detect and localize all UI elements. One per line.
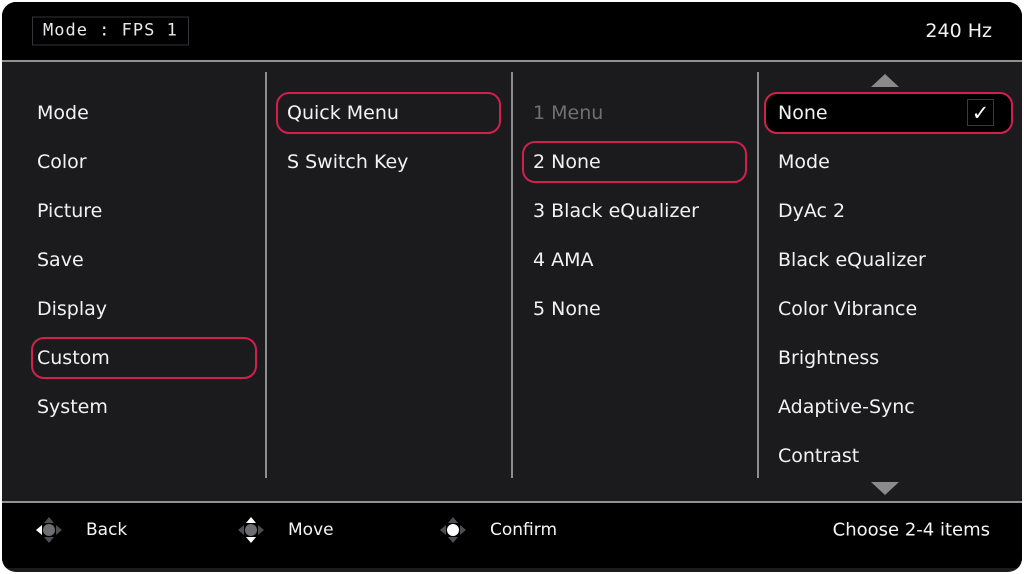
joystick-confirm-icon bbox=[440, 517, 466, 543]
up-arrow bbox=[246, 517, 256, 523]
up-arrow bbox=[44, 517, 54, 523]
osd-footer: Back Move Confirm Choose 2-4 items bbox=[2, 503, 1022, 568]
option-label: None bbox=[778, 101, 828, 124]
osd-header: Mode : FPS 1 240 Hz bbox=[2, 2, 1022, 62]
column-divider bbox=[265, 72, 267, 478]
check-icon: ✓ bbox=[967, 99, 994, 126]
choose-items-hint: Choose 2-4 items bbox=[832, 519, 990, 541]
joystick-nub bbox=[447, 524, 459, 536]
joystick-nub bbox=[245, 524, 257, 536]
move-hint-label: Move bbox=[288, 520, 334, 540]
scroll-down-icon[interactable] bbox=[871, 482, 899, 495]
slot-item-2[interactable]: 2 None bbox=[514, 137, 757, 186]
joystick-nub bbox=[43, 524, 55, 536]
menu-item-color[interactable]: Color bbox=[37, 150, 87, 173]
left-arrow bbox=[36, 525, 42, 535]
custom-submenu-column: Quick Menu S Switch Key bbox=[268, 88, 511, 186]
option-item-color-vibrance[interactable]: Color Vibrance bbox=[778, 297, 918, 320]
down-arrow bbox=[246, 537, 256, 543]
menu-item-display[interactable]: Display bbox=[37, 297, 108, 320]
menu-item-system[interactable]: System bbox=[37, 395, 108, 418]
menu-item-save[interactable]: Save bbox=[37, 248, 84, 271]
joystick-back-icon bbox=[36, 517, 62, 543]
confirm-hint-label: Confirm bbox=[490, 520, 558, 540]
option-item-brightness[interactable]: Brightness bbox=[778, 346, 880, 369]
menu-item-picture[interactable]: Picture bbox=[37, 199, 103, 222]
right-arrow bbox=[258, 525, 264, 535]
option-item-mode[interactable]: Mode bbox=[778, 150, 830, 173]
down-arrow bbox=[44, 537, 54, 543]
left-arrow bbox=[440, 525, 446, 535]
column-divider bbox=[511, 72, 513, 478]
option-item-black-equalizer[interactable]: Black eQualizer bbox=[778, 248, 926, 271]
refresh-rate-label: 240 Hz bbox=[925, 20, 992, 42]
joystick-move-icon bbox=[238, 517, 264, 543]
slot-options-column: None ✓ Mode DyAc 2 Black eQualizer Color… bbox=[760, 88, 1022, 480]
osd-main: Mode Color Picture Save Display Custom S… bbox=[2, 62, 1022, 503]
slot-item-1: 1 Menu bbox=[533, 101, 604, 124]
menu-item-mode[interactable]: Mode bbox=[37, 101, 89, 124]
back-hint-label: Back bbox=[86, 520, 128, 540]
option-item-none[interactable]: None ✓ bbox=[760, 88, 1022, 137]
option-item-adaptive-sync[interactable]: Adaptive-Sync bbox=[778, 395, 915, 418]
submenu-item-s-switch-key[interactable]: S Switch Key bbox=[287, 150, 409, 173]
up-arrow bbox=[448, 517, 458, 523]
option-item-contrast[interactable]: Contrast bbox=[778, 444, 860, 467]
main-menu-column: Mode Color Picture Save Display Custom S… bbox=[2, 88, 265, 431]
column-divider bbox=[757, 72, 759, 478]
current-mode-label: Mode : FPS 1 bbox=[32, 16, 189, 46]
menu-item-custom[interactable]: Custom bbox=[2, 333, 265, 382]
slot-item-5[interactable]: 5 None bbox=[533, 297, 601, 320]
scroll-up-icon[interactable] bbox=[871, 74, 899, 87]
slot-item-3[interactable]: 3 Black eQualizer bbox=[533, 199, 699, 222]
right-arrow bbox=[56, 525, 62, 535]
down-arrow bbox=[448, 537, 458, 543]
slot-item-4[interactable]: 4 AMA bbox=[533, 248, 594, 271]
submenu-item-quick-menu[interactable]: Quick Menu bbox=[268, 88, 511, 137]
option-item-dyac2[interactable]: DyAc 2 bbox=[778, 199, 846, 222]
quick-menu-slots-column: 1 Menu 2 None 3 Black eQualizer 4 AMA 5 … bbox=[514, 88, 757, 333]
left-arrow bbox=[238, 525, 244, 535]
right-arrow bbox=[460, 525, 466, 535]
